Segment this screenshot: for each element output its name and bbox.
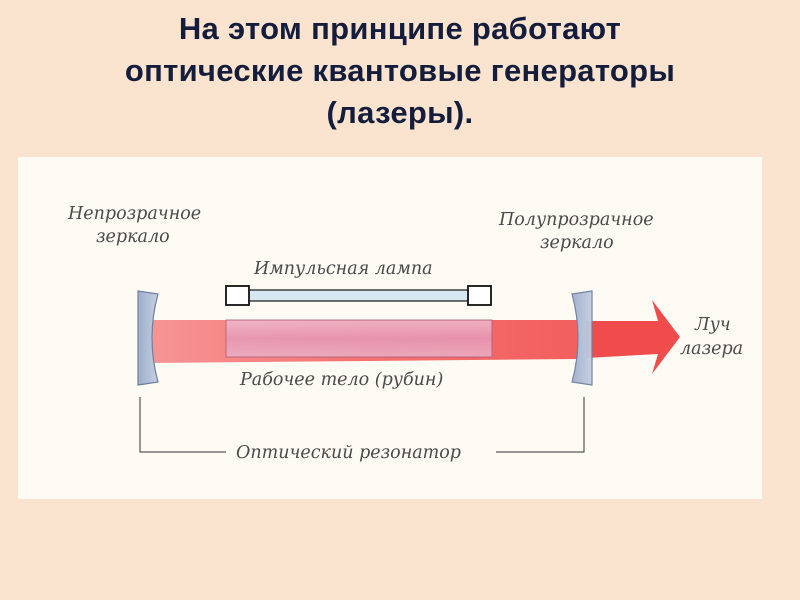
ruby-rod <box>225 319 493 358</box>
semi-mirror-label-line2: зеркало <box>540 233 614 253</box>
laser-diagram-panel: Непрозрачное зеркало Полупрозрачное зерк… <box>18 157 762 499</box>
opaque-mirror-label-line2: зеркало <box>96 227 170 247</box>
title-line-3: (лазеры). <box>326 95 474 130</box>
resonator-label: Оптический резонатор <box>236 443 461 463</box>
pulse-lamp-right-cap <box>467 285 492 306</box>
title-line-2: оптические квантовые генераторы <box>124 53 676 88</box>
laser-beam-label-line2: лазера <box>680 339 743 359</box>
pulse-lamp-tube <box>244 289 472 302</box>
laser-beam-output-arrow <box>586 300 680 374</box>
slide-title: На этом принципе работают оптические ква… <box>20 8 780 134</box>
opaque-mirror <box>137 290 159 386</box>
resonator-bracket-right <box>496 397 585 453</box>
working-body-label: Рабочее тело (рубин) <box>239 370 443 390</box>
pulse-lamp-label: Импульсная лампа <box>253 259 433 279</box>
pulse-lamp-left-cap <box>225 285 250 306</box>
semi-transparent-mirror <box>571 290 593 386</box>
opaque-mirror-label-line1: Непрозрачное <box>67 204 201 224</box>
semi-mirror-label-line1: Полупрозрачное <box>498 210 654 230</box>
laser-beam-label-line1: Луч <box>694 315 731 335</box>
laser-diagram: Непрозрачное зеркало Полупрозрачное зерк… <box>67 204 743 463</box>
title-line-1: На этом принципе работают <box>178 11 622 46</box>
resonator-bracket-left <box>139 397 226 453</box>
